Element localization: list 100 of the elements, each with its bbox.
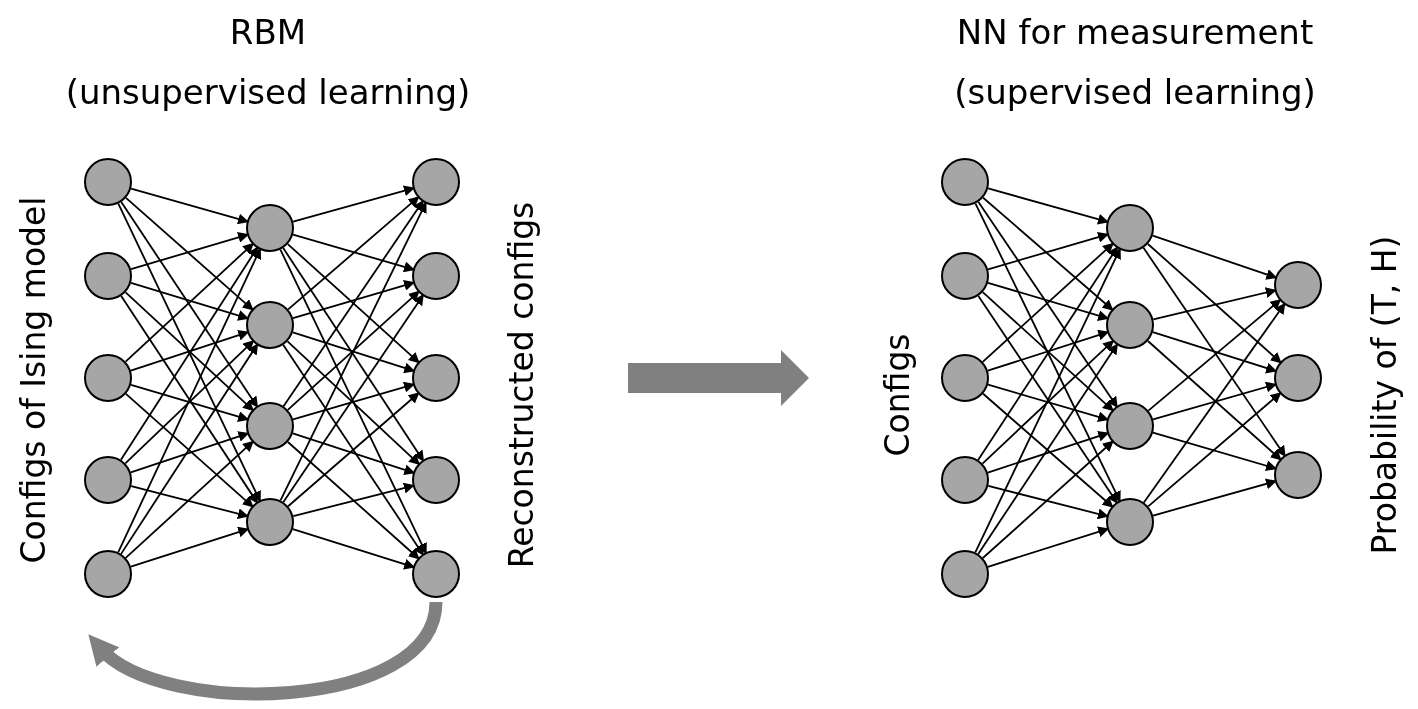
arrow [987, 281, 1110, 321]
panel-heading: (supervised learning) [954, 72, 1316, 113]
layer-label: Configs [878, 333, 918, 457]
panel-heading: RBM [229, 12, 307, 53]
arrow [987, 187, 1109, 225]
neuron-circle [941, 252, 989, 300]
arrow [292, 381, 416, 421]
neuron-circle [1106, 204, 1154, 252]
arrow [287, 392, 420, 508]
neuron-circle [246, 204, 294, 252]
arrow [117, 247, 262, 554]
layer-label: Probability of (T, H) [1365, 235, 1405, 555]
arrow [282, 294, 424, 503]
arrow [1142, 246, 1286, 457]
arrow [974, 202, 1121, 503]
arrow [120, 246, 259, 461]
neuron-circle [941, 550, 989, 598]
neuron-circle [246, 498, 294, 546]
arrow [981, 291, 1114, 412]
neuron-circle [941, 158, 989, 206]
arrow [130, 282, 250, 321]
arrow [130, 187, 250, 225]
arrow [124, 440, 254, 559]
neuron-circle [1106, 301, 1154, 349]
curved-arrow [86, 600, 443, 701]
arrow [292, 482, 415, 517]
arrow [1147, 340, 1282, 461]
neuron-circle [1274, 261, 1322, 309]
arrow [1152, 381, 1278, 421]
neuron-circle [246, 402, 294, 450]
neuron-circle [941, 354, 989, 402]
arrow [279, 201, 427, 502]
arrow [282, 200, 424, 408]
neuron-circle [1274, 354, 1322, 402]
arrow [129, 329, 250, 372]
arrow [977, 295, 1118, 504]
neuron-circle [412, 158, 460, 206]
arrow [286, 243, 420, 364]
arrow [291, 331, 416, 374]
arrow [986, 430, 1110, 474]
arrow [1147, 392, 1282, 508]
arrow [124, 291, 254, 412]
arrow [987, 383, 1110, 423]
arrow [125, 197, 254, 311]
arrow [1143, 302, 1286, 504]
arrow [120, 201, 258, 408]
arrow [982, 392, 1114, 508]
arrow [1152, 478, 1277, 517]
arrow [129, 431, 250, 474]
neuron-circle [1274, 451, 1322, 499]
arrow [130, 485, 249, 520]
arrow [981, 242, 1114, 363]
neuron-circle [84, 158, 132, 206]
arrow [982, 196, 1114, 311]
arrow [291, 432, 416, 476]
arrow [987, 231, 1110, 271]
neuron-circle [412, 550, 460, 598]
arrow [981, 339, 1115, 465]
arrow [287, 196, 420, 311]
arrow [292, 233, 416, 273]
neuron-circle [1106, 402, 1154, 450]
arrow [286, 340, 421, 466]
arrow [1147, 243, 1282, 364]
arrow [292, 185, 415, 223]
arrow [1147, 299, 1282, 412]
arrow [282, 344, 424, 556]
arrow [977, 201, 1118, 408]
arrow [117, 202, 261, 503]
neuron-circle [412, 456, 460, 504]
arrow [292, 280, 416, 320]
layer-label: Reconstructed configs [502, 201, 542, 569]
arrow [292, 528, 416, 570]
arrow [981, 440, 1114, 559]
neuron-circle [84, 354, 132, 402]
arrow [279, 248, 427, 555]
arrow [282, 247, 424, 462]
neuron-circle [412, 354, 460, 402]
arrow [977, 343, 1118, 555]
neuron-circle [84, 550, 132, 598]
arrow [130, 383, 250, 422]
arrow [287, 441, 420, 560]
arrow [1152, 431, 1278, 472]
arrow [986, 329, 1110, 372]
arrow [1151, 234, 1278, 280]
neuron-circle [84, 456, 132, 504]
neuron-circle [1106, 498, 1154, 546]
arrow [130, 232, 250, 271]
layer-label: Configs of Ising model [14, 196, 54, 564]
arrow [1152, 287, 1277, 321]
panel-heading: NN for measurement [956, 12, 1314, 53]
arrow [987, 526, 1110, 568]
neuron-circle [412, 252, 460, 300]
neuron-circle [84, 252, 132, 300]
arrow [129, 526, 250, 568]
arrow [120, 343, 259, 555]
arrow [1152, 331, 1278, 374]
arrow [977, 246, 1119, 461]
neuron-circle [941, 456, 989, 504]
arrow [125, 393, 254, 508]
panel-heading: (unsupervised learning) [65, 72, 471, 113]
